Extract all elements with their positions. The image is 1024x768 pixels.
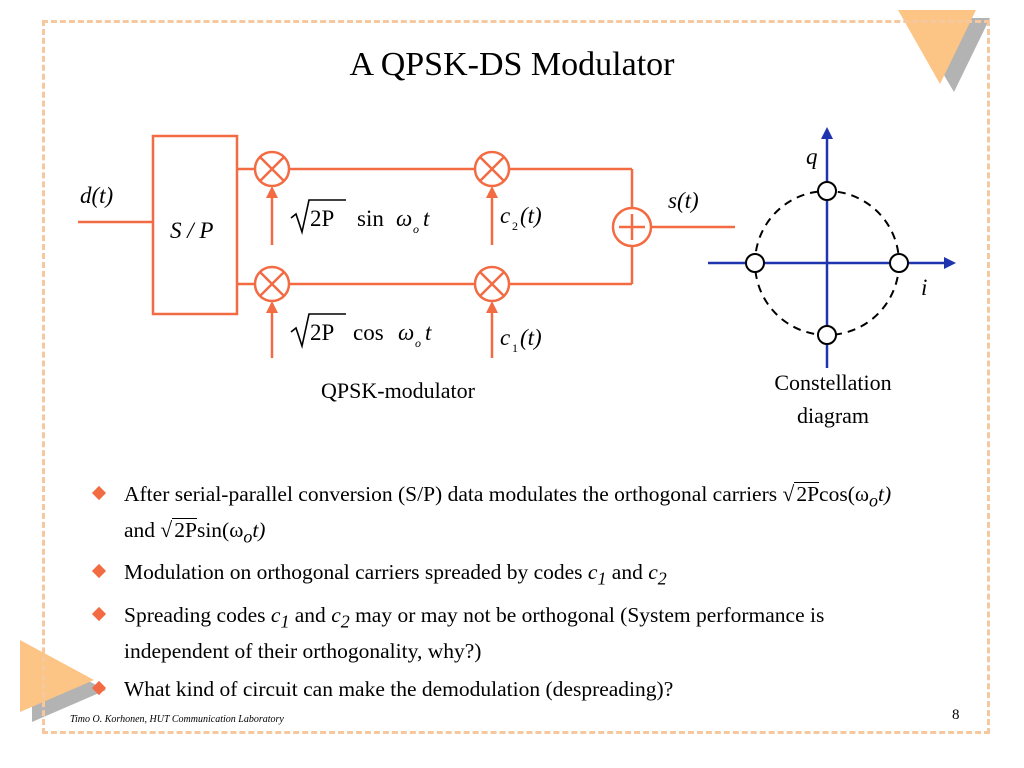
multiplier-carrier-sin-icon	[253, 150, 291, 188]
code-c2-label: c 2 (t)	[500, 203, 542, 233]
svg-text:o: o	[415, 336, 421, 350]
carrier-cos-label: 2P cos ω o t	[290, 313, 432, 350]
bullet-item: Modulation on orthogonal carriers spread…	[88, 556, 918, 592]
constellation-point	[889, 253, 909, 273]
svg-text:t: t	[423, 206, 430, 231]
bullet-item: After serial-parallel conversion (S/P) d…	[88, 478, 918, 550]
svg-text:2: 2	[512, 219, 518, 233]
arrow-head	[266, 301, 278, 313]
input-signal-label: d(t)	[80, 183, 113, 208]
bullet-item: Spreading codes c1 and c2 may or may not…	[88, 599, 918, 667]
multiplier-code-c1-icon	[473, 265, 511, 303]
bullet-diamond-icon	[91, 680, 107, 696]
q-axis-arrow-icon	[821, 127, 833, 139]
svg-text:o: o	[413, 222, 419, 236]
constellation-point	[817, 325, 837, 345]
corner-triangle-top	[898, 10, 976, 84]
constellation-diagram: q i Constellation diagram	[708, 127, 956, 428]
svg-text:ω: ω	[398, 320, 414, 345]
svg-text:t: t	[425, 320, 432, 345]
code-c1-label: c 1 (t)	[500, 325, 542, 355]
svg-text:ω: ω	[396, 206, 412, 231]
slide-footer: Timo O. Korhonen, HUT Communication Labo…	[70, 714, 284, 725]
math-sqrt-sin: √2Psin(ωot)	[160, 518, 266, 547]
constellation-point	[745, 253, 765, 273]
sp-converter-box	[151, 134, 239, 316]
svg-text:(t): (t)	[520, 325, 542, 350]
multiplier-carrier-cos-icon	[253, 265, 291, 303]
svg-text:c: c	[500, 203, 510, 228]
bullet-list: After serial-parallel conversion (S/P) d…	[88, 478, 918, 711]
page-number: 8	[952, 707, 960, 723]
carrier-sin-label: 2P sin ω o t	[290, 199, 430, 236]
bullet-diamond-icon	[91, 564, 107, 579]
bullet-diamond-icon	[91, 606, 107, 621]
i-axis-arrow-icon	[944, 257, 956, 269]
svg-text:2P: 2P	[310, 206, 334, 231]
slide-title: A QPSK-DS Modulator	[349, 46, 675, 83]
slide-frame	[42, 20, 990, 734]
sp-label: S / P	[170, 218, 213, 243]
svg-text:1: 1	[512, 341, 518, 355]
constellation-caption-line2: diagram	[797, 403, 869, 428]
arrow-head	[266, 186, 278, 198]
arrow-head	[486, 186, 498, 198]
q-axis-label: q	[806, 144, 818, 169]
svg-text:2P: 2P	[310, 320, 334, 345]
corner-triangle-bottom	[20, 640, 94, 712]
adder-icon	[611, 206, 653, 248]
modulator-caption: QPSK-modulator	[321, 378, 476, 403]
multiplier-code-c2-icon	[473, 150, 511, 188]
constellation-point	[817, 181, 837, 201]
svg-text:(t): (t)	[520, 203, 542, 228]
output-signal-label: s(t)	[668, 188, 699, 213]
constellation-caption-line1: Constellation	[774, 370, 891, 395]
arrow-head	[486, 301, 498, 313]
bullet-item: What kind of circuit can make the demodu…	[88, 673, 918, 705]
svg-text:cos: cos	[353, 320, 384, 345]
math-sqrt-cos: √2Pcos(ωot)	[782, 482, 892, 511]
i-axis-label: i	[921, 275, 927, 300]
bullet-diamond-icon	[91, 485, 107, 501]
svg-text:c: c	[500, 325, 510, 350]
svg-text:sin: sin	[357, 206, 384, 231]
